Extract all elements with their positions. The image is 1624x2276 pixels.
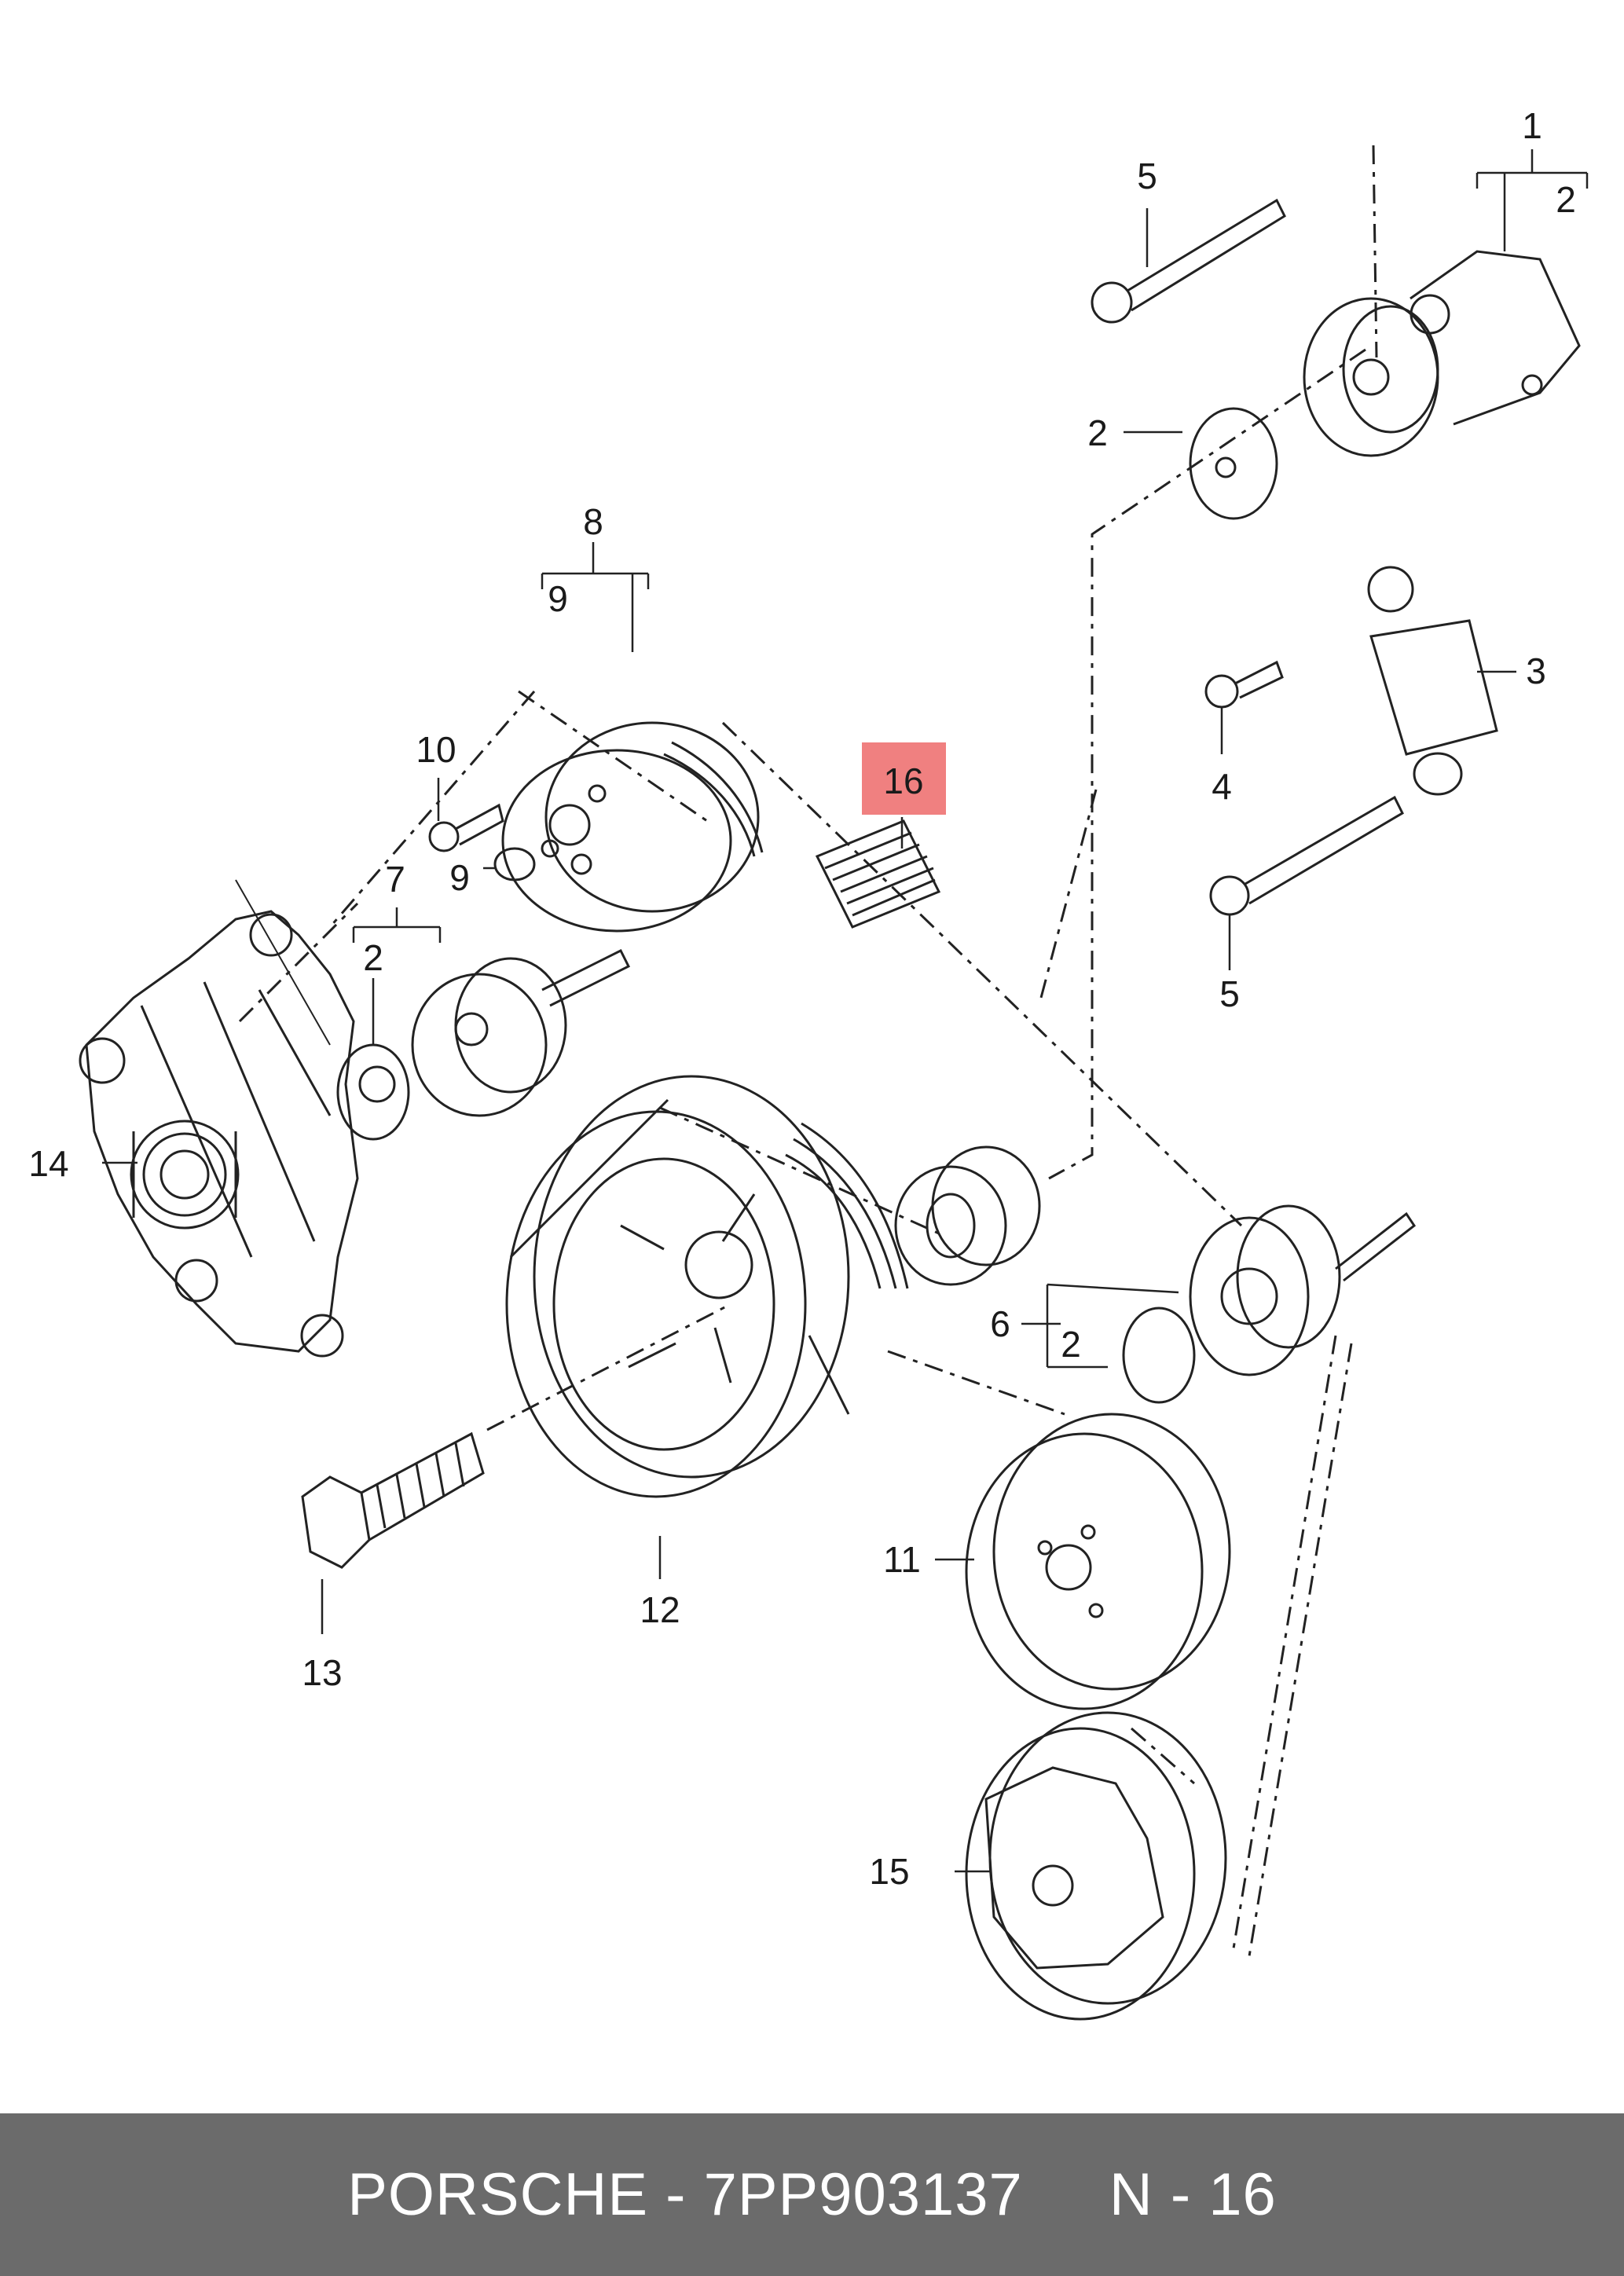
callout-10: 10 [416, 729, 456, 770]
pulley-8 [501, 721, 764, 933]
leader-lines [102, 149, 1589, 1873]
pulley-11 [965, 1413, 1231, 1710]
callout-labels: 1 2 5 2 3 4 5 8 9 10 9 16 7 2 14 6 2 11 … [28, 105, 1575, 1892]
belt-path [238, 145, 1378, 1957]
bolt-5-top [1091, 198, 1286, 324]
callout-2: 2 [1556, 179, 1576, 220]
tensioner-pulley-1 [1303, 250, 1581, 457]
callout-14: 14 [28, 1143, 68, 1184]
callout-11: 11 [883, 1539, 921, 1580]
callout-9: 9 [449, 857, 470, 898]
ac-pulley-15 [965, 1711, 1227, 2021]
alternator [79, 879, 359, 1358]
diagram-reference: N - 16 [1109, 2161, 1277, 2228]
callout-5: 5 [1137, 156, 1157, 196]
ribbed-belt-16 [815, 819, 941, 929]
callout-1: 1 [1522, 105, 1542, 146]
callout-4: 4 [1212, 766, 1232, 807]
callout-8: 8 [583, 501, 603, 542]
part-number: PORSCHE - 7PP903137 [347, 2161, 1023, 2228]
belt-drive-diagram: 1 2 5 2 3 4 5 8 9 10 9 16 7 2 14 6 2 11 … [28, 105, 1589, 2021]
callout-5: 5 [1219, 973, 1240, 1014]
bolt-10 [428, 803, 504, 852]
bolt-5-bottom [1209, 795, 1404, 916]
highlight-box [862, 742, 946, 815]
crankshaft-pulley [505, 1075, 909, 1498]
crank-bolt [301, 1431, 485, 1569]
washer-2-top [1189, 407, 1278, 520]
callout-2: 2 [1087, 412, 1108, 453]
callout-12: 12 [640, 1589, 680, 1630]
callout-3: 3 [1526, 651, 1546, 691]
bolt-4 [1204, 660, 1284, 709]
cap-9 [493, 847, 536, 881]
idler-pulley-7 [336, 948, 631, 1141]
idler-pulley-6 [1122, 1204, 1417, 1404]
callout-15: 15 [869, 1851, 909, 1892]
callout-7: 7 [385, 859, 405, 900]
callout-9: 9 [548, 578, 568, 619]
callout-2: 2 [1061, 1324, 1081, 1365]
callout-6: 6 [990, 1303, 1010, 1344]
callout-2: 2 [363, 937, 383, 978]
footer-bar: PORSCHE - 7PP903137 N - 16 [0, 2113, 1624, 2276]
callout-16: 16 [883, 760, 923, 801]
damper-3 [1367, 566, 1498, 796]
callout-13: 13 [302, 1652, 342, 1693]
smooth-roller [894, 1145, 1041, 1286]
